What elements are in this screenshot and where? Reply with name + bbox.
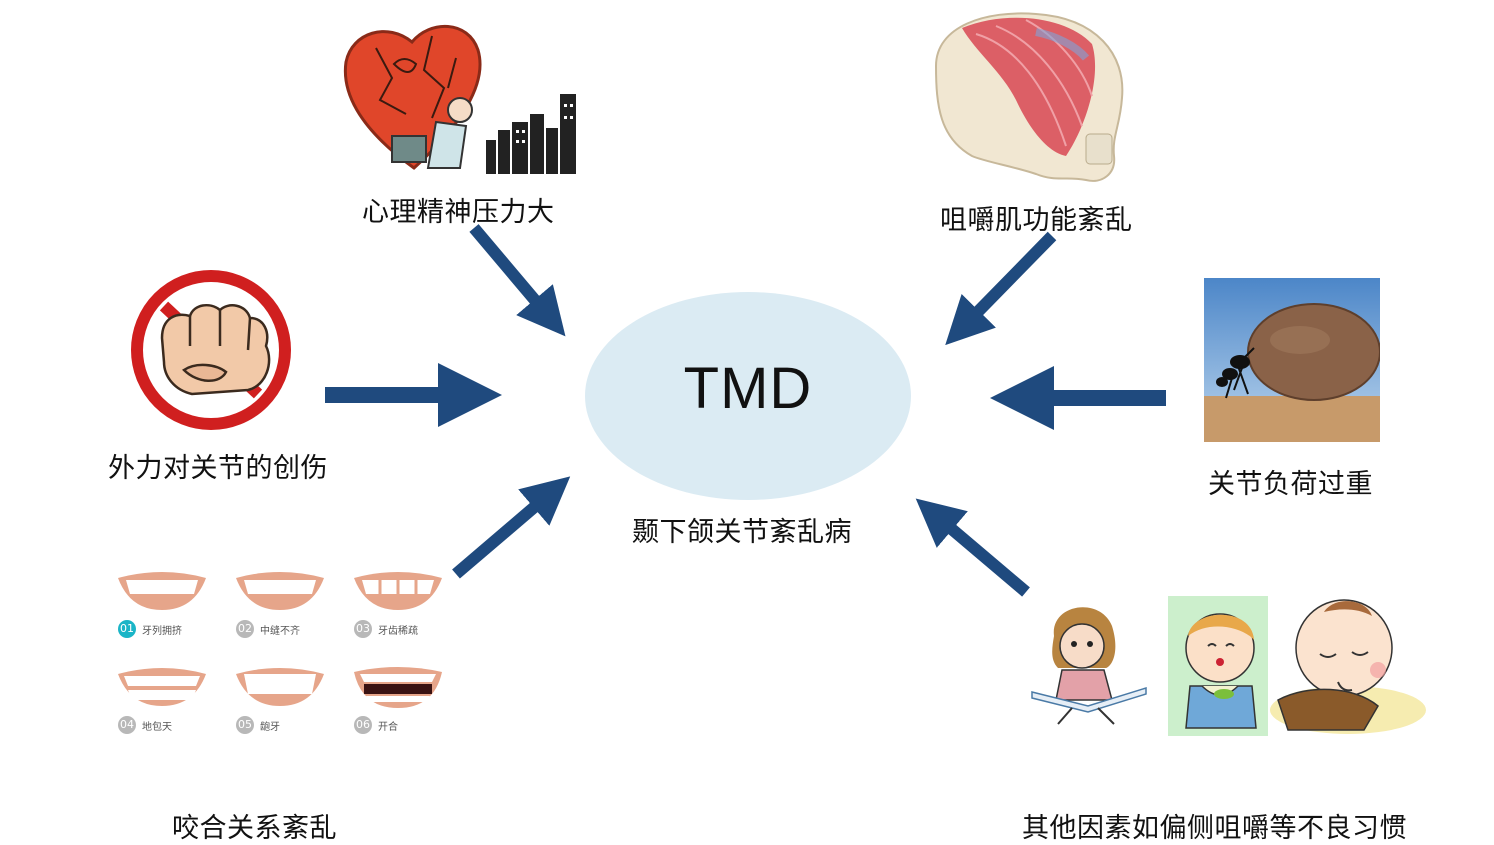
mouth-icon	[118, 572, 206, 610]
label-masticatory-muscle: 咀嚼肌功能紊乱	[940, 205, 1133, 236]
baby-eating-panel	[1168, 596, 1268, 736]
occlusion-caption: 龅牙	[260, 722, 280, 733]
ant-boulder-photo	[1204, 278, 1380, 442]
label-stress: 心理精神压力大	[362, 197, 555, 228]
occlusion-caption: 牙列拥挤	[142, 626, 182, 637]
arrow-other	[915, 498, 1030, 597]
label-occlusion: 咬合关系紊乱	[172, 813, 337, 844]
occlusion-type-5: 05 龅牙	[228, 656, 332, 744]
occlusion-caption: 牙齿稀疏	[378, 626, 418, 637]
occlusion-number: 04	[118, 716, 136, 734]
occlusion-type-2: 02 中缝不齐	[228, 560, 332, 648]
occlusion-type-6: 06 开合	[346, 656, 450, 744]
mouth-icon	[354, 667, 442, 708]
label-other-habits: 其他因素如偏侧咀嚼等不良习惯	[1022, 813, 1407, 844]
arrow-muscle	[945, 231, 1057, 346]
occlusion-type-4: 04 地包天	[110, 656, 214, 744]
occlusion-number: 03	[354, 620, 372, 638]
girl-reading-illustration	[1031, 607, 1147, 725]
occlusion-type-3: 03 牙齿稀疏	[346, 560, 450, 648]
occlusion-caption: 中缝不齐	[260, 626, 300, 637]
tmd-ellipse	[585, 292, 911, 500]
fist-prohibition-icon	[131, 270, 291, 430]
baby-thumb-sucking-illustration	[1270, 599, 1426, 734]
mouth-icon	[236, 668, 324, 706]
tmd-title: TMD	[683, 356, 813, 421]
occlusion-types-panel: 01 牙列拥挤 02 中缝不齐 03 牙齿稀疏 04 地包天 05 龅牙 06 …	[110, 560, 454, 750]
occlusion-number: 01	[118, 620, 136, 638]
occlusion-number: 05	[236, 716, 254, 734]
tmd-subtitle: 颞下颌关节紊乱病	[632, 517, 852, 548]
occlusion-caption: 开合	[378, 722, 398, 733]
baby-eating-illustration	[1185, 613, 1257, 729]
mouth-icon	[118, 668, 206, 706]
broken-heart-illustration	[343, 25, 576, 174]
label-joint-overload: 关节负荷过重	[1208, 469, 1373, 500]
arrow-occlusion	[452, 476, 571, 579]
occlusion-type-1: 01 牙列拥挤	[110, 560, 214, 648]
arrow-stress	[469, 224, 566, 337]
skull-muscle-illustration	[934, 12, 1124, 182]
mouth-icon	[236, 572, 324, 610]
mouth-icon	[354, 572, 442, 610]
occlusion-number: 02	[236, 620, 254, 638]
label-external-force: 外力对关节的创伤	[108, 453, 328, 484]
occlusion-number: 06	[354, 716, 372, 734]
occlusion-caption: 地包天	[142, 722, 172, 733]
